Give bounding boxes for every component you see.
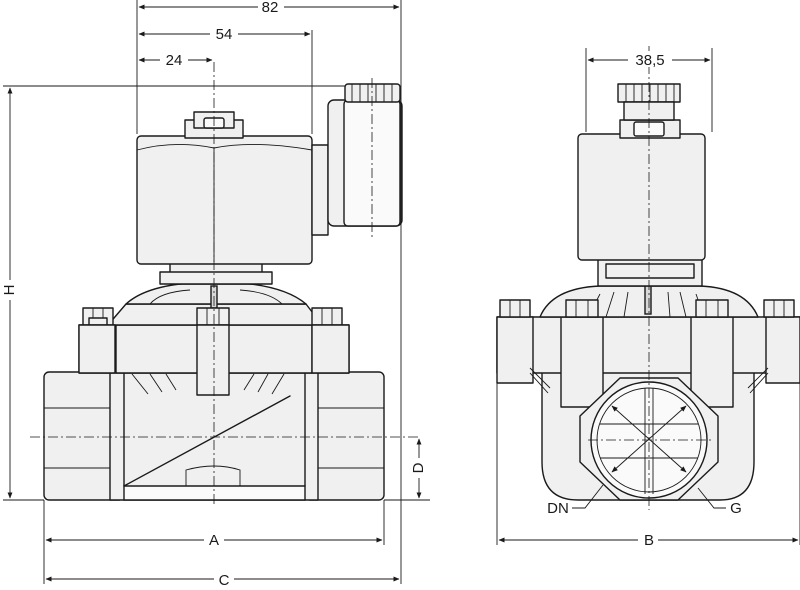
bolt-icon (82, 307, 114, 326)
side-view (3, 0, 430, 584)
dim-h-label: H (1, 285, 18, 296)
bolt-icon (763, 299, 795, 318)
bolt-icon (311, 307, 343, 326)
dim-38-5-label: 38,5 (635, 52, 664, 69)
dim-d-label: D (410, 462, 427, 473)
callout-g: G (697, 487, 742, 517)
dim-b-label: B (644, 532, 654, 549)
dim-c-label: C (219, 572, 230, 589)
dimension-overall-width: 82 (138, 0, 400, 16)
callout-dn: DN (547, 484, 604, 517)
side-flange-bolts (78, 307, 350, 396)
side-solenoid-coil (136, 83, 403, 285)
dimension-coil-offset: 54 (138, 25, 311, 43)
callout-dn-label: DN (547, 500, 569, 517)
bolt-icon (695, 299, 729, 318)
dimension-height: H (1, 87, 18, 499)
bolt-icon (499, 299, 531, 318)
dimension-port-height: D (410, 438, 428, 499)
dimension-length-c: C (45, 570, 400, 589)
callout-g-label: G (730, 500, 742, 517)
dim-a-label: A (209, 532, 219, 549)
dimension-width-b: B (498, 530, 799, 549)
dimension-nut-offset: 24 (138, 51, 213, 69)
dimension-length-a: A (45, 530, 383, 549)
bolt-icon (565, 299, 599, 318)
dim-24-label: 24 (166, 52, 183, 69)
dim-54-label: 54 (216, 26, 233, 43)
dim-82-label: 82 (262, 0, 279, 16)
dimension-coil-width: 38,5 (587, 51, 711, 69)
bolt-icon (196, 307, 230, 396)
front-view (496, 46, 800, 545)
